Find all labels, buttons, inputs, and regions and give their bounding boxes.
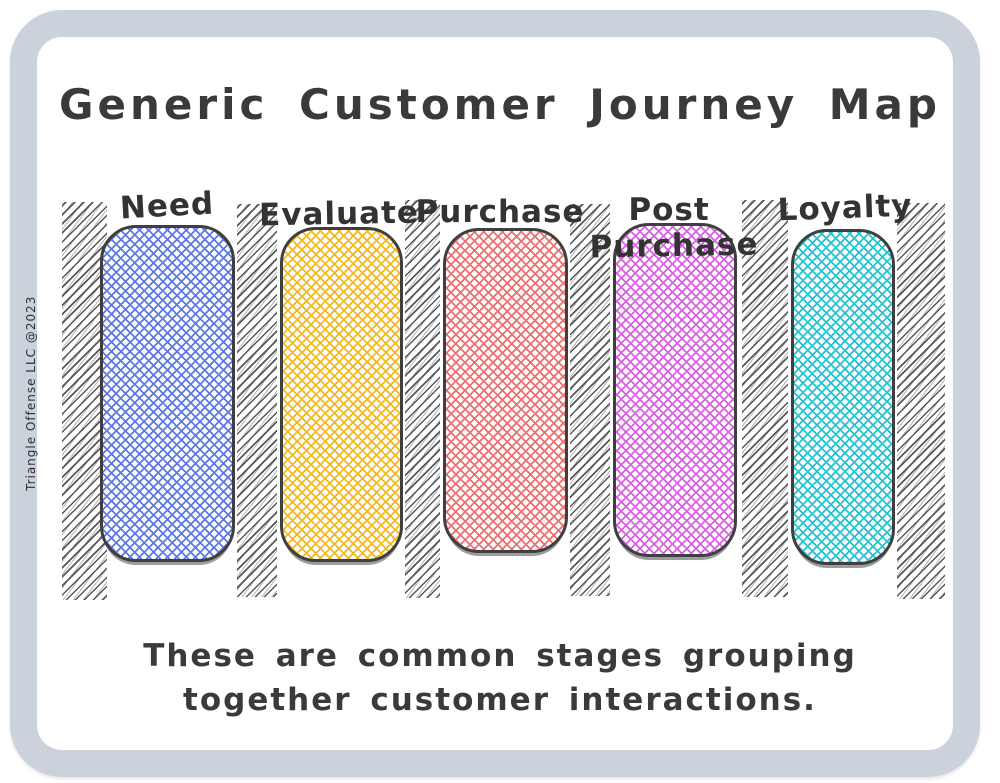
stage-label-post-purchase-2: Purchase bbox=[589, 226, 759, 266]
hatch-divider bbox=[897, 203, 945, 599]
hatch-divider bbox=[62, 202, 107, 600]
hatch-divider bbox=[742, 200, 788, 597]
stage-column-evaluate bbox=[280, 227, 403, 562]
stage-label-evaluate: Evaluate bbox=[258, 194, 420, 234]
hatch-divider bbox=[237, 204, 277, 597]
caption-line-1: These are common stages grouping bbox=[143, 638, 857, 674]
stage-label-purchase: Purchase bbox=[415, 194, 585, 230]
stage-column-loyalty bbox=[791, 229, 895, 565]
stage-label-loyalty: Loyalty bbox=[776, 187, 914, 229]
caption-text: These are common stages grouping togethe… bbox=[0, 634, 1000, 722]
stage-label-post: Post bbox=[628, 192, 710, 228]
page-title: Generic Customer Journey Map bbox=[59, 80, 941, 129]
caption-line-2: together customer interactions. bbox=[183, 682, 817, 719]
stage-column-post-purchase bbox=[613, 223, 737, 557]
hatch-divider bbox=[405, 200, 440, 598]
stage-column-need bbox=[100, 225, 235, 562]
attribution-watermark: Triangle Offense LLC @2023 bbox=[24, 295, 38, 491]
tablet-frame bbox=[10, 10, 980, 777]
stage-label-need: Need bbox=[119, 185, 215, 227]
stage-column-purchase bbox=[443, 228, 568, 553]
hatch-divider bbox=[570, 204, 610, 596]
